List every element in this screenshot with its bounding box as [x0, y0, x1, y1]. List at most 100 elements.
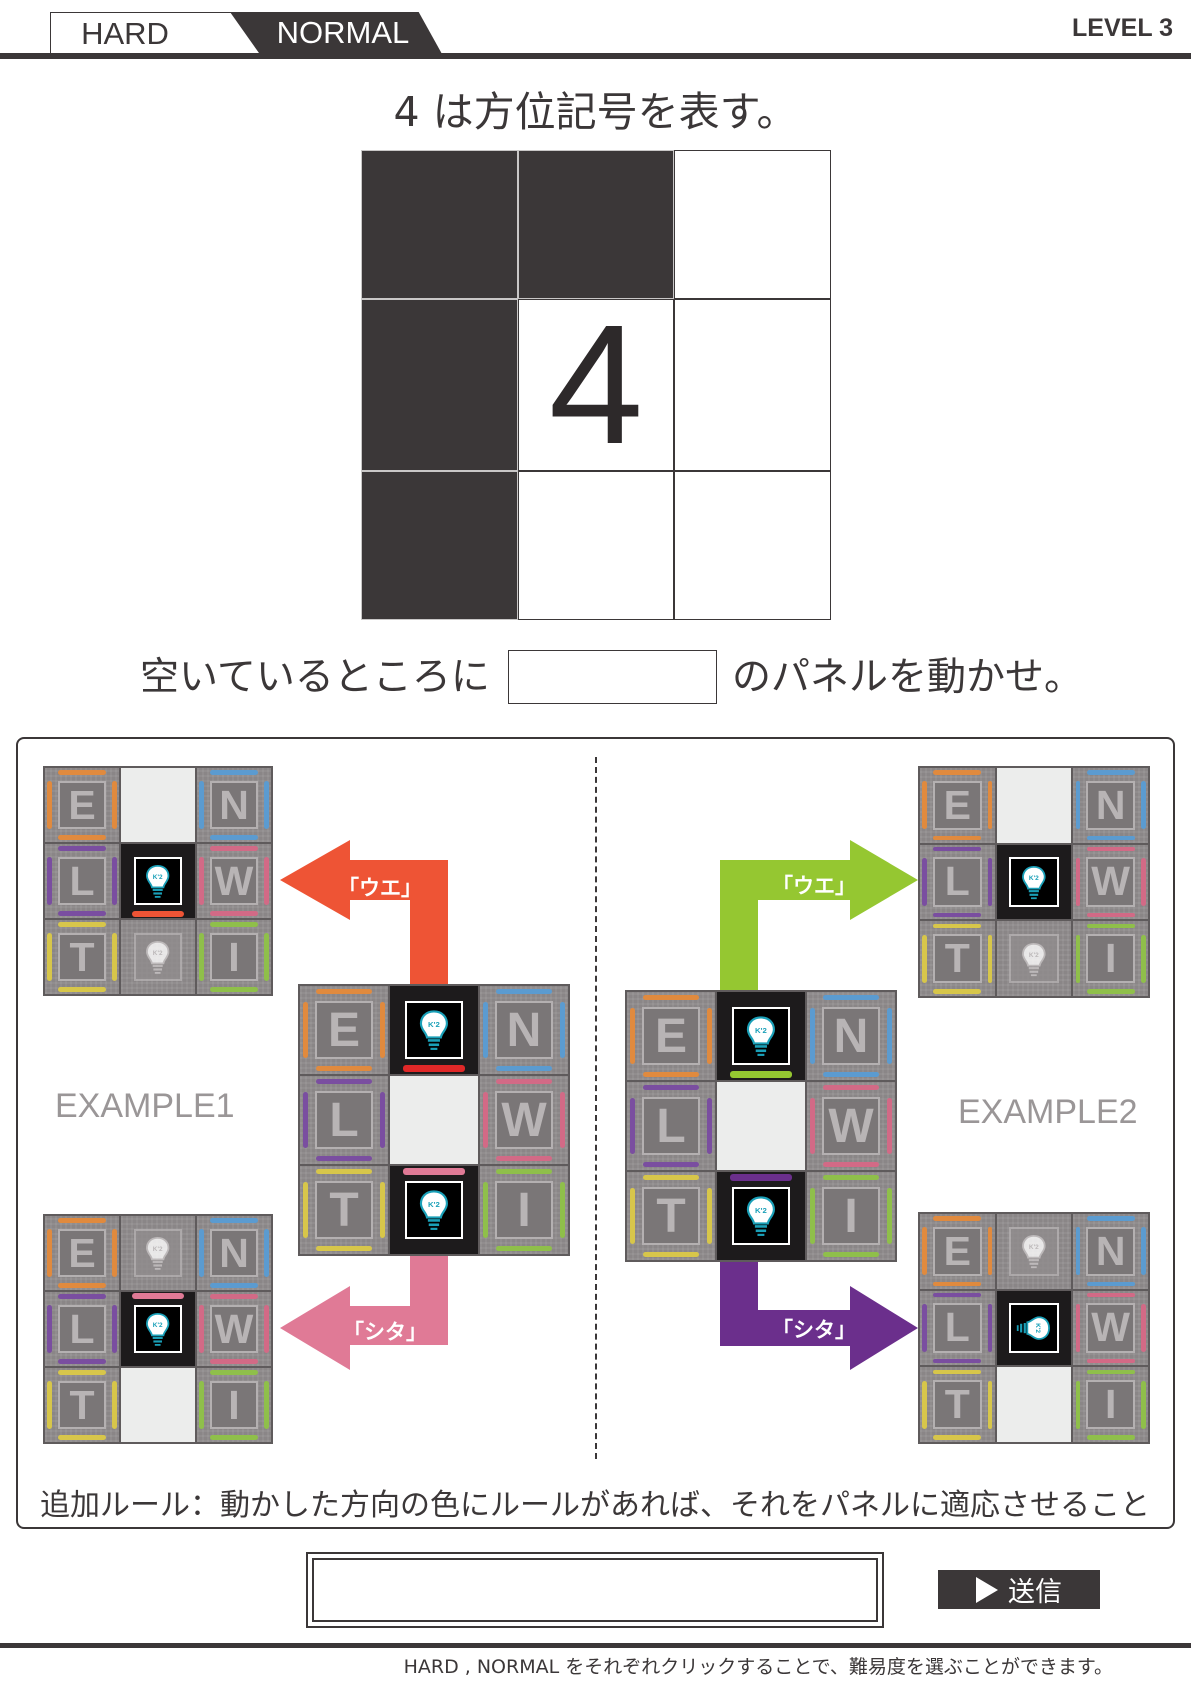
- grid-cell-dark: [361, 299, 518, 471]
- lightbulb-icon: K'2: [133, 1304, 183, 1354]
- letter-tile: E: [920, 768, 995, 843]
- empty-tile: [717, 1082, 805, 1170]
- tile-color-bar: [933, 846, 982, 852]
- tile-color-bar: [210, 1359, 258, 1364]
- grid-cell-dark: [361, 471, 518, 620]
- tile-color-bar: [809, 1187, 815, 1245]
- lightbulb-icon: K'2: [404, 1180, 464, 1240]
- tile-color-bar: [560, 1181, 566, 1239]
- tile-color-bar: [1086, 1435, 1135, 1440]
- tile-letter: I: [209, 1380, 259, 1430]
- tab-hard[interactable]: HARD: [50, 12, 260, 54]
- bulb-tile: K'2: [121, 1292, 195, 1366]
- tile-color-bar: [112, 1381, 117, 1429]
- letter-tile: T: [627, 1172, 715, 1260]
- letter-tile: L: [45, 844, 119, 918]
- tile-color-bar: [199, 857, 204, 905]
- tile-letter: L: [641, 1096, 701, 1156]
- tab-normal[interactable]: NORMAL: [230, 12, 442, 54]
- letter-tile: W: [1073, 1290, 1148, 1366]
- grid-cell-dark: [361, 150, 518, 299]
- svg-text:K'2: K'2: [1029, 1244, 1039, 1251]
- letter-tile: T: [45, 1368, 119, 1442]
- tile-color-bar: [112, 933, 117, 981]
- letter-tile: E: [627, 992, 715, 1080]
- grid-number: 4: [548, 290, 644, 480]
- letter-tile: W: [197, 844, 271, 918]
- tile-letter: I: [821, 1186, 881, 1246]
- letter-tile: I: [807, 1172, 895, 1260]
- tile-color-bar: [47, 933, 52, 981]
- header-divider: [0, 53, 1191, 59]
- ex1-down-arrow: [280, 1250, 448, 1370]
- tile-color-bar: [210, 987, 258, 992]
- tile-color-bar: [210, 770, 258, 775]
- empty-tile: [996, 768, 1072, 843]
- lightbulb-icon: K'2: [1009, 934, 1059, 984]
- tile-color-bar: [1086, 1369, 1135, 1375]
- ghost-bulb-tile: K'2: [121, 1216, 195, 1290]
- tile-color-bar: [1075, 1227, 1081, 1276]
- tile-color-bar: [315, 1066, 373, 1072]
- letter-tile: N: [1073, 1214, 1148, 1289]
- tile-color-bar: [482, 1091, 488, 1149]
- tile-color-bar: [58, 1218, 106, 1223]
- letter-tile: E: [45, 1216, 119, 1290]
- tile-color-bar: [1141, 1380, 1146, 1429]
- tile-letter: W: [1086, 1303, 1136, 1353]
- svg-text:K'2: K'2: [428, 1020, 440, 1029]
- empty-tile: [121, 768, 195, 842]
- tile-color-bar: [47, 1305, 52, 1353]
- tile-color-bar: [1086, 1216, 1135, 1221]
- tile-color-bar: [210, 1435, 258, 1440]
- letter-tile: W: [807, 1082, 895, 1170]
- tile-color-bar: [210, 1283, 258, 1288]
- tile-color-bar: [987, 1380, 993, 1429]
- send-button[interactable]: 送信: [938, 1570, 1100, 1609]
- tile-color-bar: [403, 1065, 465, 1073]
- letter-tile: I: [197, 1368, 271, 1442]
- tile-color-bar: [210, 1218, 258, 1223]
- instruction-line: 空いているところに のパネルを動かせ。: [0, 650, 1191, 706]
- letter-tile: T: [45, 920, 119, 994]
- grid-cell-dark: [517, 150, 675, 299]
- tile-color-bar: [132, 910, 184, 917]
- tile-letter: W: [209, 1304, 259, 1354]
- answer-input[interactable]: [312, 1558, 878, 1622]
- tile-color-bar: [730, 1173, 792, 1181]
- ex2-up-label: 「ウエ」: [772, 874, 856, 898]
- letter-tile: E: [920, 1214, 995, 1289]
- tile-color-bar: [210, 1370, 258, 1375]
- tile-color-bar: [58, 1283, 106, 1288]
- tile-color-bar: [1141, 858, 1146, 906]
- tile-letter: T: [641, 1186, 701, 1246]
- tile-color-bar: [132, 1293, 184, 1300]
- tile-color-bar: [58, 1294, 106, 1299]
- letter-tile: L: [920, 844, 995, 920]
- tile-color-bar: [112, 1305, 117, 1353]
- tile-letter: I: [209, 932, 259, 982]
- tile-color-bar: [112, 1229, 117, 1277]
- tile-color-bar: [380, 1001, 386, 1059]
- tile-color-bar: [922, 781, 927, 830]
- tile-color-bar: [264, 1229, 269, 1277]
- tile-color-bar: [264, 1381, 269, 1429]
- tile-color-bar: [933, 923, 982, 929]
- tile-color-bar: [987, 858, 993, 906]
- play-triangle-icon: [976, 1576, 998, 1603]
- svg-text:K'2: K'2: [1034, 1323, 1041, 1333]
- bulb-tile: K'2: [121, 844, 195, 918]
- letter-tile: L: [300, 1076, 388, 1164]
- tile-color-bar: [264, 857, 269, 905]
- tile-letter: W: [1086, 857, 1136, 907]
- lightbulb-icon: K'2: [1009, 857, 1059, 907]
- tile-letter: N: [821, 1006, 881, 1066]
- tile-color-bar: [1086, 835, 1135, 841]
- tile-color-bar: [642, 1084, 700, 1090]
- svg-text:K'2: K'2: [1029, 875, 1039, 882]
- letter-tile: T: [300, 1166, 388, 1254]
- letter-tile: N: [1073, 768, 1148, 843]
- letter-tile: N: [807, 992, 895, 1080]
- svg-text:K'2: K'2: [755, 1206, 767, 1215]
- tile-letter: L: [932, 857, 982, 907]
